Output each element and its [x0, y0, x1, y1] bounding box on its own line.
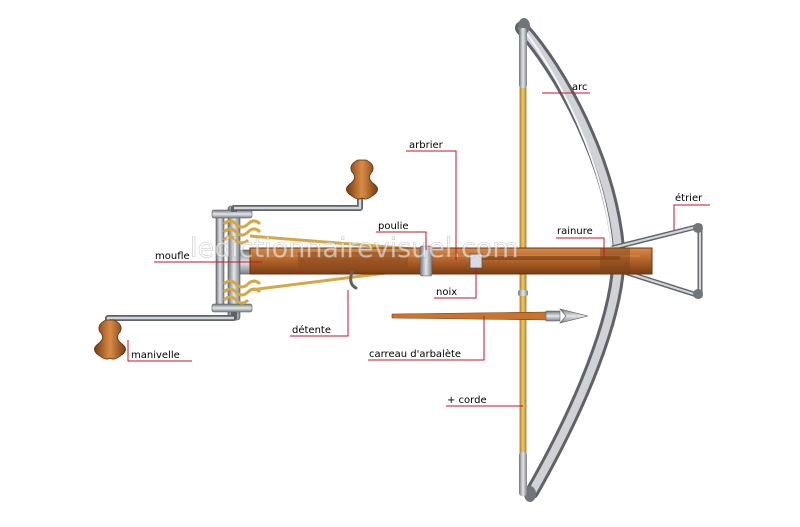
leader-rainure: [556, 237, 605, 258]
leader-etrier: [673, 204, 710, 230]
labels: arc arbrier étrier rainure poulie moufle…: [131, 82, 703, 406]
stirrup: [611, 223, 703, 299]
label-arc: arc: [572, 82, 588, 93]
label-noix: noix: [436, 287, 457, 298]
leader-carreau: [368, 316, 485, 361]
label-rainure: rainure: [557, 226, 593, 237]
crank-upper: [231, 159, 378, 212]
watermark: ledictionnairevisuel.com: [190, 233, 519, 264]
leader-manivelle: [127, 340, 192, 362]
crank-handle: [94, 312, 237, 360]
label-poulie: poulie: [378, 221, 409, 232]
stock: [249, 245, 653, 277]
leader-noix: [434, 268, 477, 299]
label-etrier: étrier: [675, 192, 703, 204]
label-corde: + corde: [447, 395, 487, 406]
label-moufle: moufle: [155, 251, 190, 262]
label-manivelle: manivelle: [131, 350, 180, 361]
label-detente: détente: [292, 324, 331, 336]
leader-detente: [290, 290, 349, 337]
label-arbrier: arbrier: [409, 140, 444, 151]
label-carreau: carreau d'arbalète: [369, 348, 461, 360]
bolt: [391, 308, 589, 324]
leader-arbrier: [406, 150, 457, 260]
leader-poulie: [376, 231, 427, 250]
leader-lines: [127, 92, 710, 407]
trigger: [349, 270, 358, 290]
